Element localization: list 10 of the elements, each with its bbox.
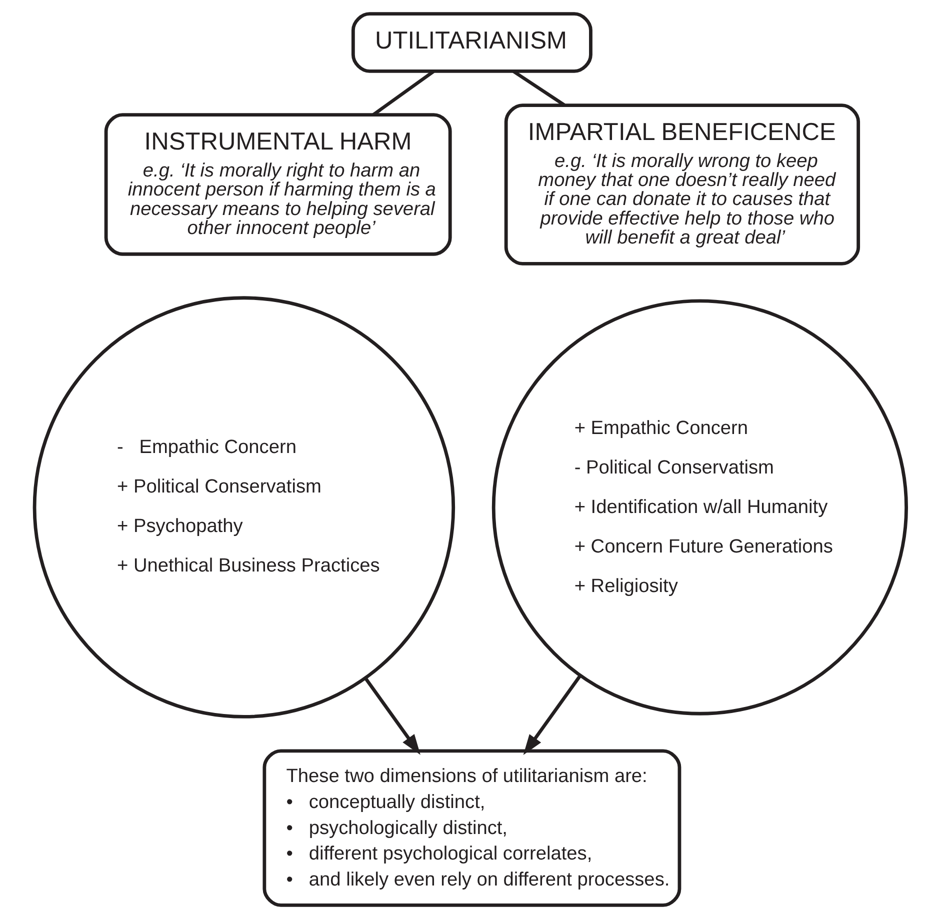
node-circle: + Empathic Concern - Political Conservatism + Identification w/all Humanity + Concern Future Generations + Religiosity [492,299,908,716]
node-box: IMPARTIAL BENEFICENCE e.g. ‘It is morally wrong to keep money that one doesn’t really need if one can donate it to causes that provide effective help to those who will benefit a great deal’ [504,104,860,266]
node-box: INSTRUMENTAL HARM e.g. ‘It is morally right to harm an innocent person if harming them is a necessary means to helping several other innocent people’ [104,113,452,256]
node-box: UTILITARIANISM [351,12,592,73]
node-box: These two dimensions of utilitarianism are: • conceptually distinct, • psychologically distinct, • different psychological correlates, • and likely even rely on different processes. [262,749,682,907]
arrow [523,675,582,756]
arrow [364,677,420,755]
connector [372,70,435,116]
connector [512,70,566,106]
node-circle: - Empathic Concern + Political Conservatism + Psychopathy + Unethical Business Practices [32,296,456,718]
